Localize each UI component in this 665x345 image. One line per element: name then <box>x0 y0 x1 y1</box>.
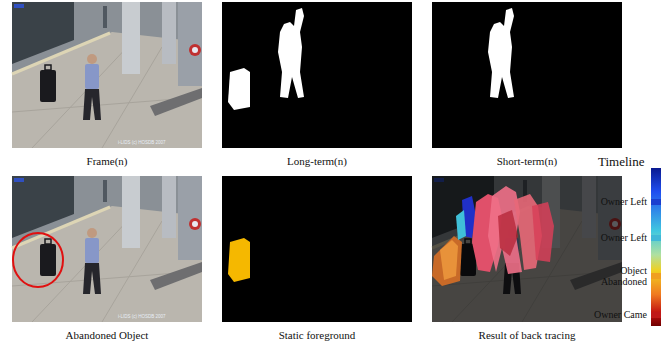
legend-label: Owner Left <box>587 232 647 243</box>
panel-caption: Long-term(n) <box>212 154 422 168</box>
watermark: i-LIDS (c) HOSDB 2007 <box>118 314 166 319</box>
legend-swatch <box>651 199 661 205</box>
legend-label: Owner Came <box>587 309 647 320</box>
image-panel: Abandoned Object <box>12 176 202 342</box>
panel-caption: Frame(n) <box>2 154 212 168</box>
legend-swatch <box>651 235 661 241</box>
legend-title: Timeline <box>598 154 644 170</box>
image-panel: Result of back tracing <box>432 176 622 342</box>
image-panel: Frame(n) <box>12 2 202 168</box>
legend-label: Object Abandoned <box>587 265 647 287</box>
legend-swatch <box>651 312 661 318</box>
legend-label: Owner Left <box>587 196 647 207</box>
legend-swatch <box>651 273 661 279</box>
panel-caption: Static foreground <box>212 328 422 342</box>
image-panel: Static foreground <box>222 176 412 342</box>
image-panel: Short-term(n) <box>432 2 622 168</box>
image-panel: Long-term(n) <box>222 2 412 168</box>
watermark: i-LIDS (c) HOSDB 2007 <box>118 140 166 145</box>
panel-caption: Abandoned Object <box>2 328 212 342</box>
panel-caption: Result of back tracing <box>422 328 632 342</box>
